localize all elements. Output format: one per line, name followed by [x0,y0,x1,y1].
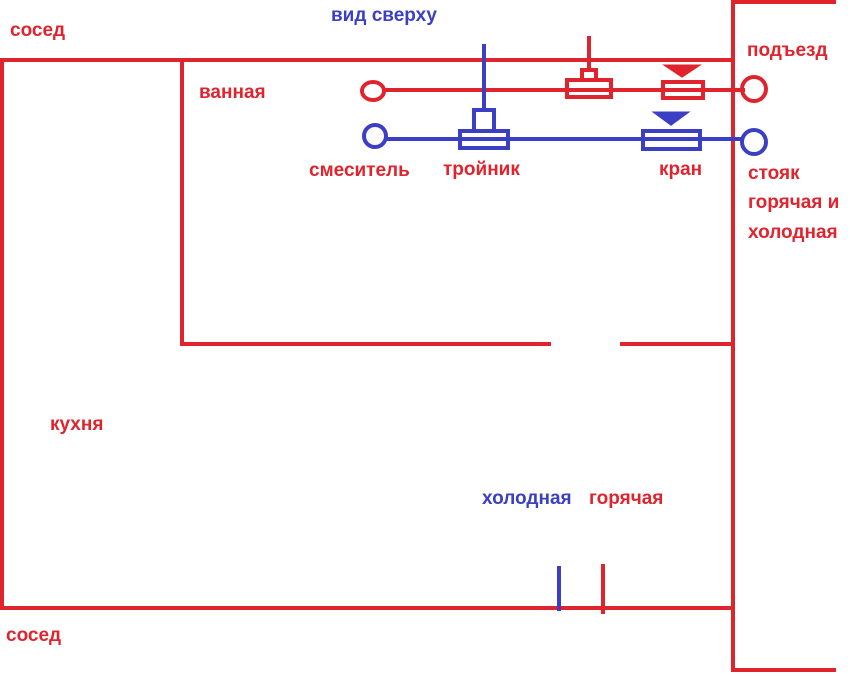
cold-mixer-end-icon [362,123,388,149]
neighbor-bottom-label: сосед [6,625,61,646]
top-view-label: вид сверху [331,5,437,26]
cold-tee-neck [472,108,496,133]
valve-label: кран [659,159,702,180]
hot-pipe [360,36,768,103]
mixer-label: смеситель [309,160,410,181]
apartment-walls [0,0,836,672]
cold-riser-icon [740,128,768,156]
cold-pipe [362,44,768,156]
entrance-label: подъезд [747,40,828,61]
hot-mixer-end-icon [360,80,386,102]
hot-tee-neck [580,68,598,82]
cold-valve-icon [641,129,702,151]
riser-label-line3: холодная [748,222,838,243]
tee-label: тройник [443,159,520,180]
hot-riser-icon [740,75,768,103]
hot-valve-handle-icon [662,64,702,78]
kitchen-label: кухня [50,414,103,435]
hot-valve-icon [661,80,705,100]
cold-tee-icon [458,129,510,150]
bathroom-label: ванная [199,82,266,103]
hot-label: горячая [589,488,663,509]
cold-valve-handle-icon [651,111,691,126]
riser-label-line2: горячая и [748,192,839,213]
riser-label-line1: стояк [748,163,800,184]
neighbor-top-label: сосед [10,20,65,41]
cold-label: холодная [482,488,572,509]
